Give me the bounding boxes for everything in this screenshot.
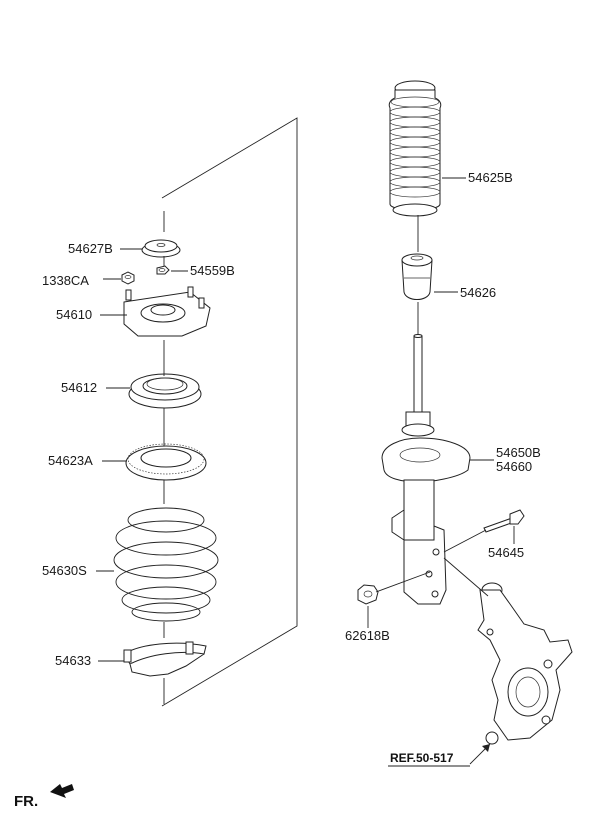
label-54630S: 54630S [42,563,87,578]
coil-spring-part[interactable] [113,507,219,622]
strut-nut-part[interactable] [357,584,379,605]
label-54660: 54660 [496,459,532,474]
flange-nut-part[interactable] [121,271,135,285]
label-54623A: 54623A [48,453,93,468]
strut-mount-part[interactable] [123,286,211,337]
strut-bearing-part[interactable] [128,373,202,409]
bump-stopper-part[interactable] [401,253,433,300]
label-54559B: 54559B [190,263,235,278]
lower-spring-pad-part[interactable] [123,641,207,677]
label-54650B: 54650B [496,445,541,460]
label-54612: 54612 [61,380,97,395]
front-arrow-icon [50,784,74,798]
steering-knuckle-part[interactable] [477,582,573,745]
label-54627B: 54627B [68,241,113,256]
spring-seat-upper-part[interactable] [125,443,207,481]
label-54626: 54626 [460,285,496,300]
assembly-frame-line [161,117,298,707]
ref-label[interactable]: REF.50-517 [390,751,454,765]
strut-assembly-part[interactable] [381,334,471,605]
label-54645: 54645 [488,545,524,560]
front-orientation-label: FR. [14,793,38,810]
label-54633: 54633 [55,653,91,668]
strut-bolt-part[interactable] [483,509,525,533]
label-1338CA: 1338CA [42,273,89,288]
dust-boot-part[interactable] [388,80,442,217]
label-54625B: 54625B [468,170,513,185]
ref-arrow-icon [482,744,490,752]
label-62618B: 62618B [345,628,390,643]
dust-cap-part[interactable] [141,239,181,258]
lock-nut-part[interactable] [156,265,170,275]
label-54610: 54610 [56,307,92,322]
